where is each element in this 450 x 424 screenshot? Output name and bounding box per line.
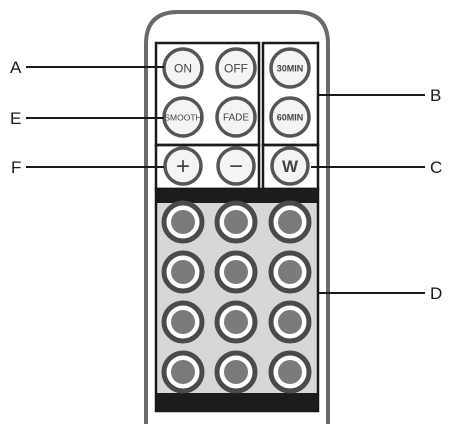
color-button-r2-c3[interactable] [268, 250, 312, 294]
brightness-up-button[interactable]: + [163, 146, 203, 186]
fade-button-label: FADE [223, 113, 249, 124]
keypad-top-band [157, 190, 317, 203]
off-button[interactable]: OFF [215, 47, 257, 89]
keypad-bottom-band [157, 393, 317, 410]
color-button-r2-c2[interactable] [214, 250, 258, 294]
color-button-r1-c2[interactable] [214, 200, 258, 244]
smooth-button[interactable]: SMOOTH [162, 96, 204, 138]
brightness-down-button[interactable]: − [216, 146, 256, 186]
callout-label-a: A [10, 58, 22, 77]
callout-label-f: F [11, 158, 21, 177]
on-button-label: ON [174, 62, 192, 76]
white-button[interactable]: W [270, 146, 310, 186]
color-button-r4-c3[interactable] [268, 350, 312, 394]
color-button-r4-c1[interactable] [161, 350, 205, 394]
color-keypad-buttons [161, 200, 312, 394]
callout-label-b: B [430, 86, 441, 105]
callout-label-e: E [10, 109, 21, 128]
timer-60min-button[interactable]: 60MIN [269, 96, 311, 138]
color-button-r3-c3[interactable] [268, 300, 312, 344]
on-button[interactable]: ON [162, 47, 204, 89]
timer-30min-button[interactable]: 30MIN [269, 47, 311, 89]
timer-60min-label: 60MIN [277, 113, 304, 123]
white-button-label: W [282, 157, 299, 176]
color-button-r4-c2[interactable] [214, 350, 258, 394]
fade-button[interactable]: FADE [215, 96, 257, 138]
plus-label: + [176, 153, 190, 180]
timer-30min-label: 30MIN [277, 64, 304, 74]
color-button-r3-c2[interactable] [214, 300, 258, 344]
color-button-r3-c1[interactable] [161, 300, 205, 344]
off-button-label: OFF [224, 62, 248, 76]
color-button-r2-c1[interactable] [161, 250, 205, 294]
color-button-r1-c3[interactable] [268, 200, 312, 244]
callout-label-c: C [430, 158, 442, 177]
smooth-button-label: SMOOTH [164, 113, 201, 123]
minus-label: − [229, 153, 243, 180]
callout-label-d: D [430, 284, 442, 303]
color-button-r1-c1[interactable] [161, 200, 205, 244]
